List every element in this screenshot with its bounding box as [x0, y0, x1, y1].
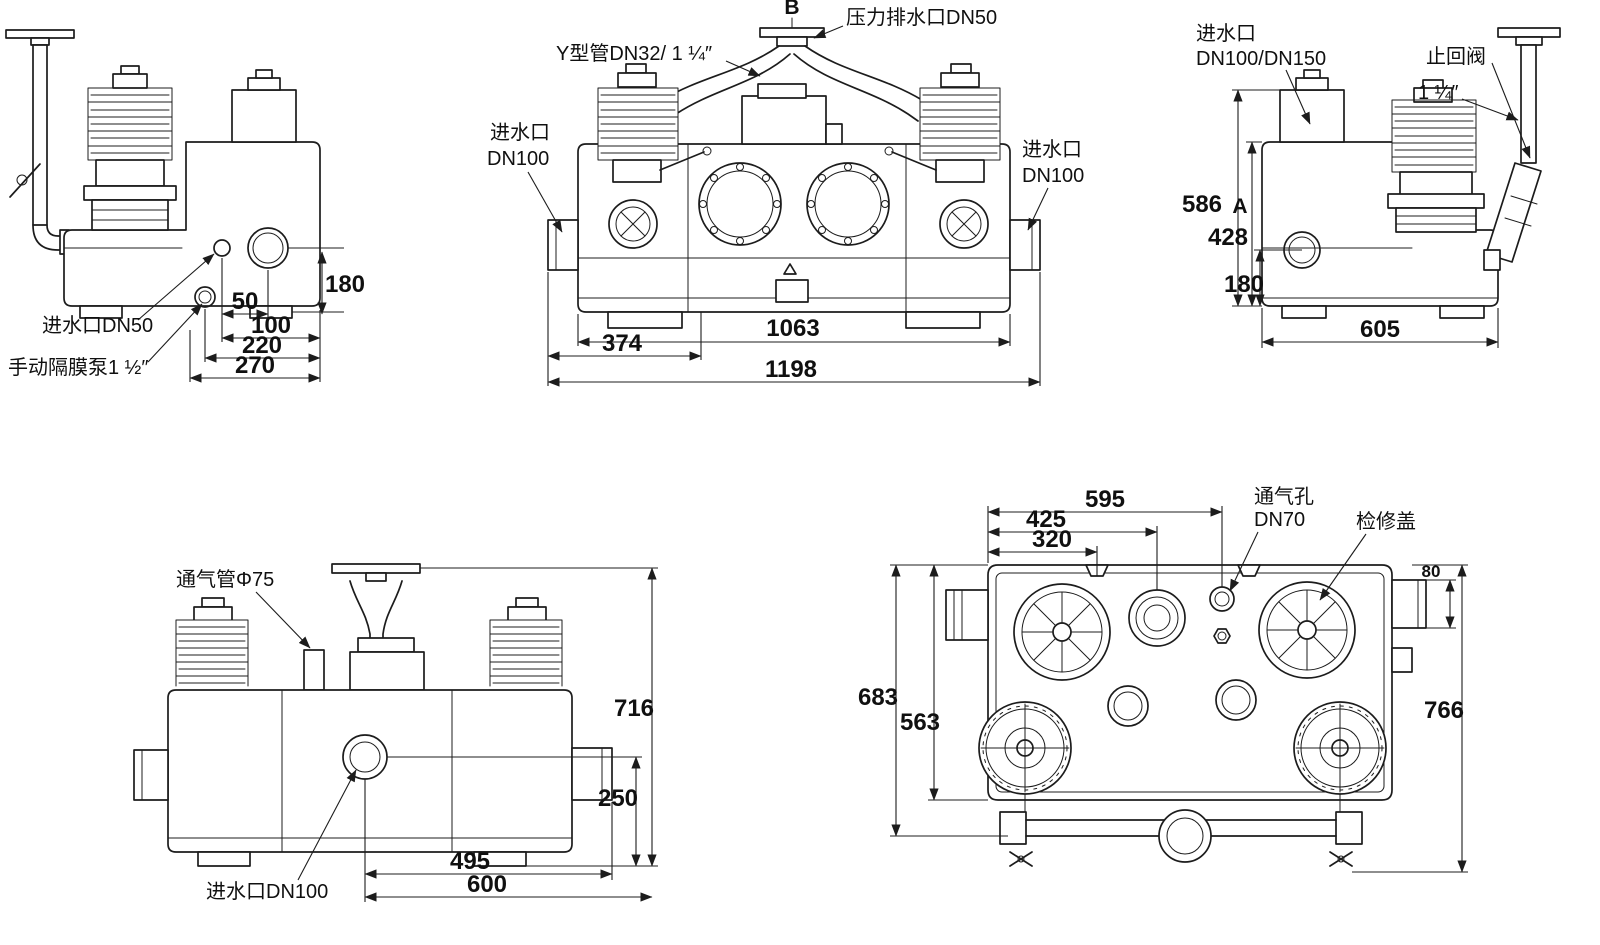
clamp-cover-right — [806, 162, 890, 246]
dim-1198: 1198 — [765, 356, 817, 383]
vent-flange — [331, 563, 421, 574]
top-geometry — [945, 564, 1427, 867]
dim-766: 766 — [1424, 697, 1464, 724]
section-marker-b: B — [784, 0, 799, 19]
top-callouts: 通气孔 DN70 检修盖 — [1229, 485, 1416, 601]
pipe-flange — [5, 29, 75, 39]
view-top: 595 425 320 80 683 563 766 通气孔 DN70 检修盖 — [858, 485, 1468, 873]
port-dn50 — [213, 239, 231, 257]
control-box — [1279, 69, 1345, 143]
tank-body — [577, 143, 1011, 313]
label-inlet-2: DN100/DN150 — [1196, 48, 1326, 70]
label-pressure-outlet: 压力排水口DN50 — [846, 6, 997, 29]
dim-220: 220 — [242, 332, 282, 359]
pressure-outlet-flange — [759, 27, 825, 38]
dim-495: 495 — [450, 848, 490, 875]
dim-683: 683 — [858, 684, 898, 711]
pump-left — [175, 597, 249, 687]
level-sensor — [775, 279, 809, 303]
side-stub-right — [1391, 579, 1427, 629]
label-vent-hole-1: 通气孔 — [1254, 485, 1314, 508]
label-inlet-left-2: DN100 — [487, 148, 549, 170]
view-side-right: 586 428 180 605 A 进水口 DN100/DN150 1 ¼″ 止… — [1182, 22, 1561, 348]
pump-motor — [1387, 79, 1485, 233]
vent-stub — [303, 649, 325, 691]
vent-funnel — [349, 580, 403, 651]
side-right-dimensions: 586 428 180 605 A — [1182, 89, 1499, 348]
check-valve-assembly — [1483, 27, 1561, 271]
top-dimensions: 595 425 320 80 683 563 766 — [858, 486, 1468, 873]
diaphragm-pump-port — [194, 286, 216, 308]
front-callouts: B 压力排水口DN50 Y型管DN32/ 1 ¼″ 进水口 DN100 进水口 … — [487, 0, 1084, 233]
rear-dimensions: 716 250 495 600 — [364, 567, 658, 902]
dim-374: 374 — [602, 330, 643, 357]
pump-flange-right — [1293, 701, 1387, 795]
side-stub-left — [133, 749, 169, 801]
section-marker-a: A — [1232, 195, 1247, 218]
dim-320: 320 — [1032, 526, 1072, 553]
label-y-pipe: Y型管DN32/ 1 ¼″ — [556, 42, 712, 65]
view-side-left: 180 50 100 220 270 进水口DN50 手动隔膜泵1 ½″ — [5, 29, 365, 383]
label-inlet-dn100: 进水口DN100 — [206, 880, 328, 903]
side-left-callouts: 进水口DN50 手动隔膜泵1 ½″ — [8, 253, 215, 379]
dim-605: 605 — [1360, 316, 1400, 343]
spoked-cover-right — [1258, 581, 1356, 679]
rear-callouts: 通气管Φ75 进水口DN100 — [176, 568, 357, 903]
front-dimensions: 1063 374 1198 — [547, 272, 1041, 387]
side-right-geometry — [1261, 27, 1561, 319]
pump-motor — [83, 65, 177, 231]
spoked-cover-left — [1013, 583, 1111, 681]
label-inlet-left-1: 进水口 — [490, 121, 550, 144]
pump-flange-left — [978, 701, 1072, 795]
label-inlet-right-2: DN100 — [1022, 165, 1084, 187]
inlet-stub-right — [1009, 219, 1041, 271]
label-inlet-dn50: 进水口DN50 — [42, 314, 153, 337]
dim-180: 180 — [1224, 271, 1264, 298]
pump-right — [884, 63, 1001, 249]
view-rear: 716 250 495 600 通气管Φ75 进水口DN100 — [133, 563, 658, 903]
clamp-cover-left — [698, 162, 782, 246]
dim-595: 595 — [1085, 486, 1125, 513]
front-geometry — [547, 17, 1041, 329]
discharge-pipe — [32, 44, 48, 226]
label-manual-diaphragm-pump: 手动隔膜泵1 ½″ — [8, 356, 148, 379]
side-stub-left — [945, 589, 989, 641]
dim-1063: 1063 — [766, 315, 819, 342]
valve-lever — [9, 163, 41, 198]
rear-geometry — [133, 563, 613, 867]
pump-right — [489, 597, 563, 687]
label-inspection-cover: 检修盖 — [1356, 510, 1416, 533]
label-vent-hole-2: DN70 — [1254, 509, 1305, 531]
pump-left — [597, 63, 712, 249]
dim-563: 563 — [900, 709, 940, 736]
label-vent-pipe: 通气管Φ75 — [176, 568, 274, 591]
center-dome — [741, 95, 827, 145]
dim-180: 180 — [325, 271, 365, 298]
dim-716: 716 — [614, 695, 654, 722]
center-dome — [349, 651, 425, 691]
dim-425: 425 — [1026, 506, 1066, 533]
dim-270: 270 — [235, 352, 275, 379]
side-left-geometry — [5, 29, 321, 319]
control-box — [231, 69, 297, 143]
dim-586: 586 — [1182, 191, 1222, 218]
dim-100: 100 — [251, 312, 291, 339]
label-pipe-size: 1 ¼″ — [1418, 82, 1458, 104]
hex-plug — [1213, 628, 1231, 644]
dim-50: 50 — [232, 288, 259, 315]
dim-80: 80 — [1422, 562, 1441, 581]
dim-600: 600 — [467, 871, 507, 898]
dim-428: 428 — [1208, 224, 1248, 251]
side-left-dimensions: 180 50 100 220 270 — [189, 247, 365, 383]
label-inlet-1: 进水口 — [1196, 22, 1256, 45]
label-inlet-right-1: 进水口 — [1022, 138, 1082, 161]
inlet-stub-left — [547, 219, 579, 271]
discharge-manifold — [999, 793, 1363, 867]
dim-250: 250 — [598, 785, 638, 812]
view-front: 1063 374 1198 B 压力排水口DN50 Y型管DN32/ 1 ¼″ … — [487, 0, 1084, 387]
side-right-callouts: 进水口 DN100/DN150 1 ¼″ 止回阀 — [1196, 22, 1531, 159]
label-check-valve: 止回阀 — [1426, 45, 1486, 68]
